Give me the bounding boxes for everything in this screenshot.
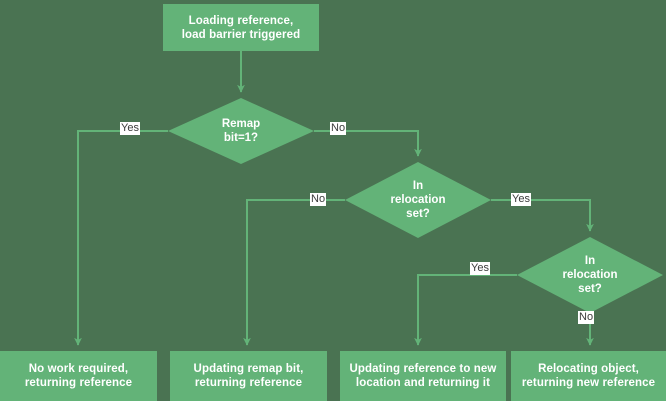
- diamond-shape: [168, 98, 314, 164]
- node-start-line2: load barrier triggered: [181, 28, 301, 41]
- edge-label-d2-no: No: [310, 193, 327, 206]
- node-out1-line1: No work required,: [28, 363, 129, 375]
- connector-d1-yes-to-out1: [74, 130, 168, 346]
- node-decision-remap-bit[interactable]: Remap bit=1?: [168, 98, 314, 164]
- connector-d3-yes-to-out3: [414, 274, 517, 346]
- edge-label-d3-yes: Yes: [470, 262, 490, 275]
- node-decision-in-relocation-set-2[interactable]: In relocation set?: [517, 237, 663, 313]
- node-out3-line1: Updating reference to new: [349, 363, 497, 375]
- node-out3-line2: location and returning it: [355, 377, 491, 389]
- node-out4-line2: returning new reference: [521, 377, 656, 389]
- node-out2-line2: returning reference: [194, 377, 303, 389]
- connector-d1-no-to-d2: [314, 130, 422, 157]
- connector-d2-yes-to-d3: [491, 199, 594, 232]
- node-outcome-no-work-required[interactable]: No work required, returning reference: [0, 351, 157, 401]
- edge-label-d1-no: No: [330, 122, 347, 135]
- edge-label-d1-yes: Yes: [120, 122, 140, 135]
- edge-label-d3-no: No: [578, 311, 595, 324]
- edge-label-d2-yes: Yes: [511, 193, 531, 206]
- node-out1-line2: returning reference: [24, 377, 133, 389]
- diamond-shape: [345, 162, 491, 238]
- node-out4-line1: Relocating object,: [538, 363, 639, 375]
- diamond-shape: [517, 237, 663, 313]
- connector-d2-no-to-out2: [243, 199, 345, 346]
- node-start[interactable]: Loading reference, load barrier triggere…: [163, 4, 319, 51]
- node-outcome-relocating-object[interactable]: Relocating object, returning new referen…: [511, 351, 666, 401]
- node-decision-in-relocation-set-1[interactable]: In relocation set?: [345, 162, 491, 238]
- node-outcome-updating-remap-bit[interactable]: Updating remap bit, returning reference: [170, 351, 327, 401]
- node-start-line1: Loading reference,: [188, 14, 294, 27]
- node-out2-line1: Updating remap bit,: [193, 363, 304, 375]
- node-outcome-updating-reference[interactable]: Updating reference to new location and r…: [340, 351, 506, 401]
